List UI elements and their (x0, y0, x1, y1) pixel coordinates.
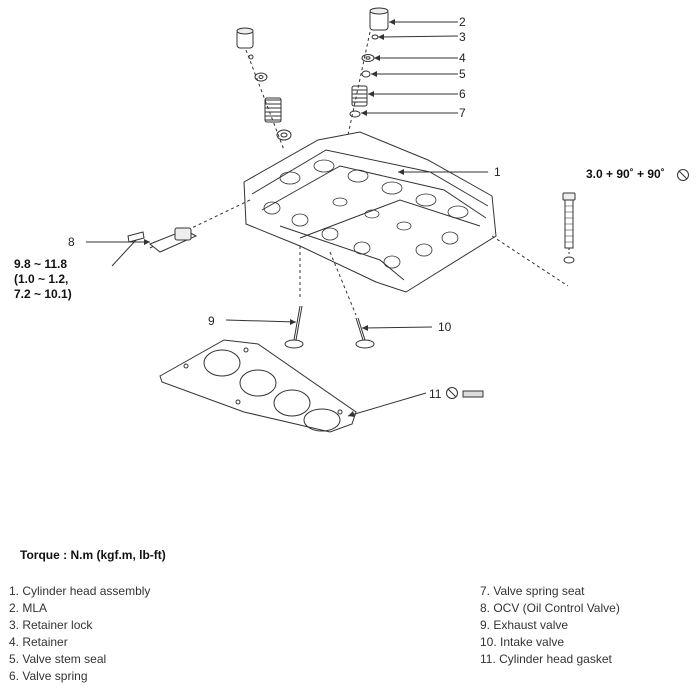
leader-lines (86, 21, 488, 417)
callout-10: 10 (438, 320, 452, 334)
legend-item: 10. Intake valve (480, 635, 565, 649)
callout-1: 1 (494, 165, 501, 179)
legend-item: 6. Valve spring (9, 669, 88, 683)
head-bolt-torque-spec: 3.0 + 90˚ + 90˚ (586, 167, 665, 181)
do-not-reuse-icon (677, 169, 689, 181)
ocv-torque-line-1: 9.8 ~ 11.8 (14, 257, 67, 271)
parts-legend-left: 1. Cylinder head assembly 2. MLA 3. Reta… (9, 583, 150, 685)
legend-item: 5. Valve stem seal (9, 652, 107, 666)
do-not-reuse-icon (446, 387, 458, 399)
sealant-icon (462, 390, 484, 398)
callout-4: 4 (459, 51, 466, 65)
left-valve-stack (236, 27, 292, 151)
head-bolt (562, 192, 576, 264)
legend-item: 7. Valve spring seat (480, 584, 585, 598)
legend-item: 3. Retainer lock (9, 618, 93, 632)
callout-9: 9 (208, 314, 215, 328)
legend-item: 9. Exhaust valve (480, 618, 569, 632)
ocv-torque-spec: 9.8 ~ 11.8 (1.0 ~ 1.2, 7.2 ~ 10.1) (14, 257, 72, 301)
torque-units-title: Torque : N.m (kgf.m, lb-ft) (20, 548, 166, 562)
right-valve-stack (347, 7, 389, 136)
callout-6: 6 (459, 87, 466, 101)
legend-item: 2. MLA (9, 601, 48, 615)
callout-3: 3 (459, 30, 466, 44)
ocv-torque-line-2: (1.0 ~ 1.2, (14, 272, 68, 286)
callout-7: 7 (459, 106, 466, 120)
parts-legend-right: 7. Valve spring seat 8. OCV (Oil Control… (480, 583, 620, 668)
cylinder-head-assembly (149, 131, 569, 316)
cylinder-head-exploded-diagram: 2 3 4 5 6 7 1 8 9 10 11 9.8 ~ 11.8 (1.0 … (14, 7, 689, 433)
callout-5: 5 (459, 67, 466, 81)
cylinder-head-gasket (159, 339, 357, 433)
callout-8: 8 (68, 235, 75, 249)
ocv (127, 227, 198, 253)
legend-item: 4. Retainer (9, 635, 68, 649)
callout-2: 2 (459, 15, 466, 29)
exhaust-valve (284, 305, 304, 349)
legend-item: 1. Cylinder head assembly (9, 584, 151, 598)
ocv-torque-line-3: 7.2 ~ 10.1) (14, 287, 72, 301)
intake-valve (355, 317, 375, 349)
callout-11: 11 (429, 387, 442, 401)
legend-item: 8. OCV (Oil Control Valve) (480, 601, 620, 615)
callout-numbers: 2 3 4 5 6 7 1 8 9 10 11 (68, 15, 501, 401)
legend-item: 11. Cylinder head gasket (480, 652, 612, 666)
